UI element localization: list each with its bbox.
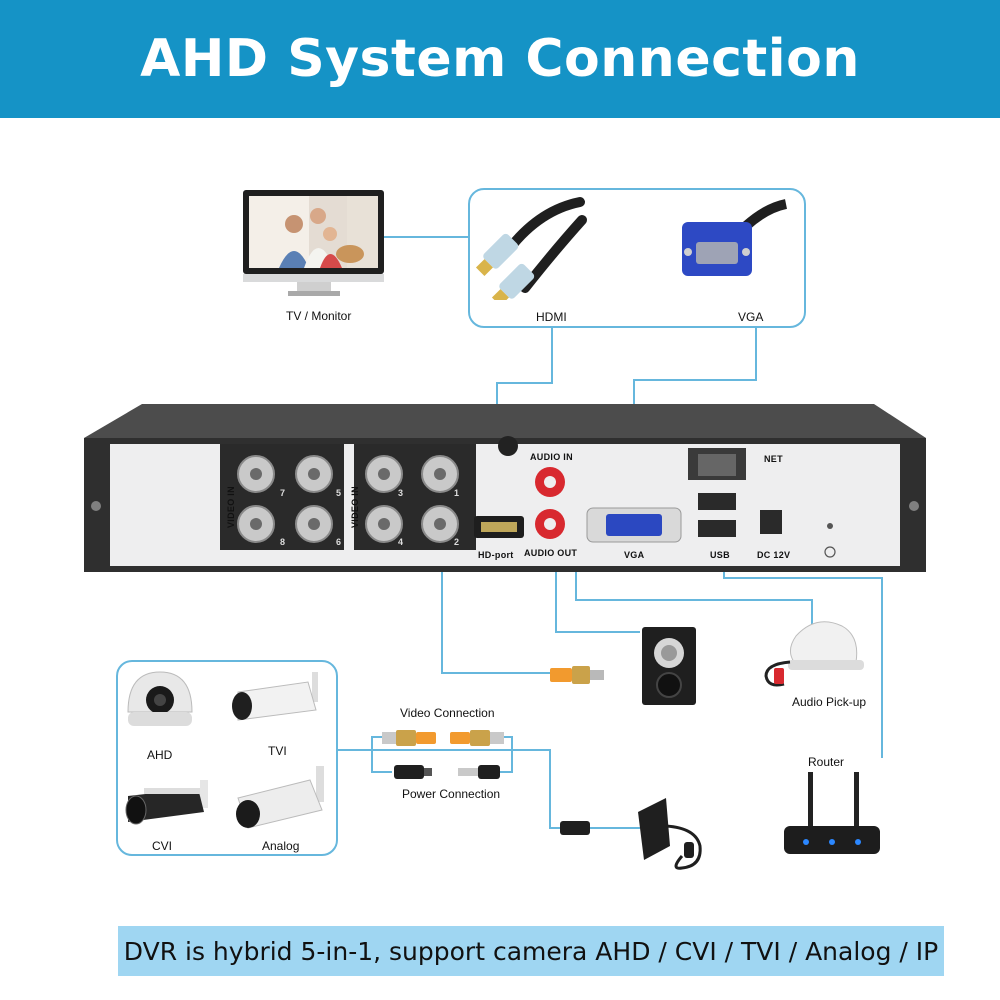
power-connection-label: Power Connection	[402, 787, 501, 801]
usb-label: USB	[710, 550, 730, 560]
ahd-camera-image	[127, 671, 193, 726]
line-video-in-to-connector	[441, 545, 552, 674]
camera-label-cvi: CVI	[152, 839, 173, 853]
page-title: AHD System Connection	[140, 29, 860, 89]
channel-7: 7	[280, 488, 286, 498]
power-connection-cable-image	[394, 765, 500, 779]
line-audio-out-to-speaker	[555, 566, 640, 633]
dvr-rear-panel	[84, 404, 926, 572]
hdmi-cable-image	[475, 197, 587, 300]
router-image	[784, 772, 880, 854]
dc-label: DC 12V	[757, 550, 791, 560]
camera-label-tvi: TVI	[268, 744, 287, 758]
router-label: Router	[808, 755, 845, 769]
channel-6: 6	[336, 537, 342, 547]
power-jack-image	[560, 821, 590, 835]
monitor-image	[243, 190, 384, 296]
footer-banner: DVR is hybrid 5-in-1, support camera AHD…	[118, 926, 944, 976]
channel-2: 2	[454, 537, 460, 547]
video-connection-cable-image	[382, 730, 504, 746]
video-connection-label: Video Connection	[400, 706, 495, 720]
audio-pickup-image	[764, 621, 864, 687]
tvi-camera-image	[232, 672, 318, 721]
speaker-image	[642, 627, 696, 705]
vga-cable-image	[682, 199, 788, 276]
channel-8: 8	[280, 537, 286, 547]
footer-text: DVR is hybrid 5-in-1, support camera AHD…	[123, 936, 939, 966]
vga-port-label: VGA	[624, 550, 645, 560]
camera-label-analog: Analog	[262, 839, 300, 853]
analog-camera-image	[236, 766, 324, 829]
channel-3: 3	[398, 488, 404, 498]
power-adapter-image	[638, 798, 702, 870]
monitor-label: TV / Monitor	[286, 309, 352, 323]
cvi-camera-image	[125, 780, 208, 825]
hd-port-label: HD-port	[478, 550, 514, 560]
audio-pickup-label: Audio Pick-up	[792, 695, 867, 709]
channel-5: 5	[336, 488, 342, 498]
channel-4: 4	[398, 537, 404, 547]
audio-in-label: AUDIO IN	[530, 452, 573, 462]
line-right-bracket	[500, 736, 513, 773]
line-power-connector-bracket	[371, 741, 392, 773]
channel-1: 1	[454, 488, 460, 498]
header-banner: AHD System Connection	[0, 0, 1000, 118]
net-label: NET	[764, 454, 783, 464]
line-camera-box-to-connectors	[338, 749, 560, 829]
camera-label-ahd: AHD	[147, 748, 173, 762]
video-in-right-label: VIDEO IN	[350, 486, 360, 528]
hdmi-label: HDMI	[536, 310, 567, 324]
audio-out-label: AUDIO OUT	[524, 548, 578, 558]
vga-label: VGA	[738, 310, 764, 324]
video-in-left-label: VIDEO IN	[226, 486, 236, 528]
line-video-connector-bracket	[371, 736, 382, 741]
bnc-connector-image	[550, 666, 604, 684]
